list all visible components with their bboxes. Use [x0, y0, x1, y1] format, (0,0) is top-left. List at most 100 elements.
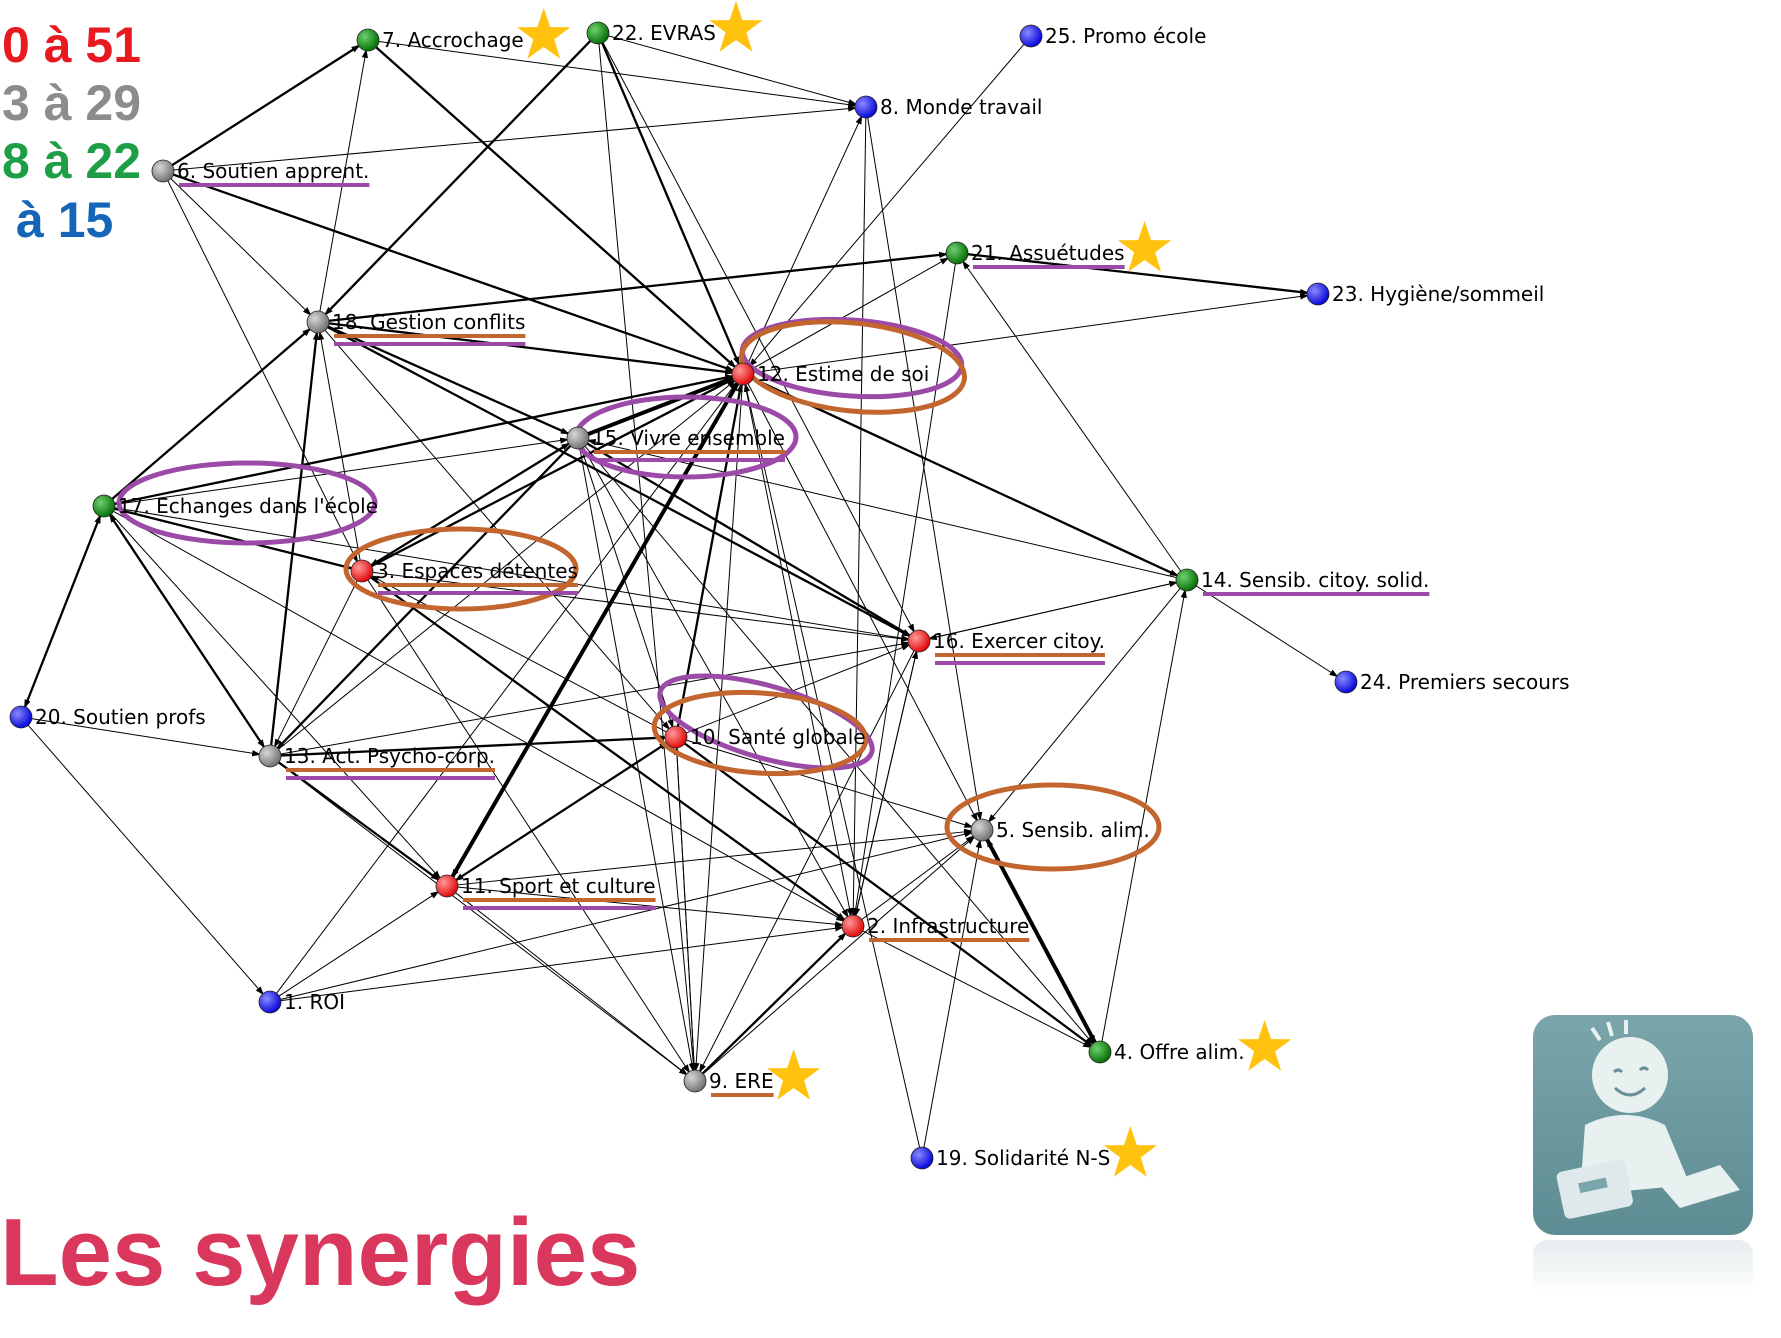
- edge-14-24: [1194, 584, 1339, 678]
- node-label-24: 24. Premiers secours: [1360, 670, 1570, 694]
- edge-4-5: [985, 837, 1097, 1045]
- node-7[interactable]: 7. Accrochage: [356, 28, 524, 52]
- node-dot-10: [664, 725, 688, 749]
- slide-title: Les synergies: [0, 1199, 640, 1306]
- node-dot-18: [306, 310, 330, 334]
- edge-22-9: [598, 41, 697, 1073]
- node-dot-16: [907, 629, 931, 653]
- edge-7-8: [376, 40, 858, 108]
- node-5[interactable]: 5. Sensib. alim.: [970, 818, 1150, 842]
- edge-20-13: [29, 717, 262, 757]
- node-dot-13: [258, 744, 282, 768]
- edge-3-2: [368, 575, 847, 922]
- node-22[interactable]: 22. EVRAS: [586, 21, 716, 45]
- node-label-10: 10. Santé globale: [690, 725, 866, 749]
- edge-6-7: [169, 43, 362, 168]
- edge-3-13: [273, 578, 359, 749]
- node-label-8: 8. Monde travail: [880, 95, 1043, 119]
- node-17[interactable]: 17. Echanges dans l'école: [92, 494, 378, 518]
- node-20[interactable]: 20. Soutien profs: [9, 705, 206, 729]
- legend: 0 à 51 3 à 29 8 à 22 à 15: [2, 17, 141, 248]
- node-21[interactable]: 21. Assuétudes: [945, 241, 1125, 265]
- edge-2-16: [854, 649, 919, 918]
- node-9[interactable]: 9. ERE: [683, 1069, 774, 1093]
- brown-highlight-oval-3: [343, 526, 579, 612]
- legend-gray: 3 à 29: [2, 75, 141, 131]
- node-6[interactable]: 6. Soutien apprent.: [151, 159, 369, 183]
- node-label-22: 22. EVRAS: [612, 21, 716, 45]
- node-16[interactable]: 16. Exercer citoy.: [907, 629, 1105, 653]
- edge-11-9: [453, 891, 689, 1076]
- edge-12-21: [750, 256, 950, 371]
- node-label-19: 19. Solidarité N-S: [936, 1146, 1110, 1170]
- node-label-6: 6. Soutien apprent.: [177, 159, 369, 183]
- node-dot-20: [9, 705, 33, 729]
- edge-1-12: [275, 380, 738, 996]
- node-1[interactable]: 1. ROI: [258, 990, 345, 1014]
- node-19[interactable]: 19. Solidarité N-S: [910, 1146, 1110, 1170]
- node-dot-3: [350, 559, 374, 583]
- node-13[interactable]: 13. Act. Psycho-corp.: [258, 744, 495, 768]
- node-dot-25: [1019, 24, 1043, 48]
- edge-6-18: [169, 176, 312, 317]
- node-25[interactable]: 25. Promo école: [1019, 24, 1206, 48]
- node-2[interactable]: 2. Infrastructure: [841, 914, 1029, 938]
- edge-13-11: [276, 760, 441, 882]
- node-dot-15: [566, 426, 590, 450]
- node-11[interactable]: 11. Sport et culture: [435, 874, 656, 898]
- node-8[interactable]: 8. Monde travail: [854, 95, 1043, 119]
- edge-9-5: [701, 835, 976, 1076]
- node-label-14: 14. Sensib. citoy. solid.: [1201, 568, 1429, 592]
- node-4[interactable]: 4. Offre alim.: [1088, 1040, 1245, 1064]
- edge-19-5: [923, 838, 982, 1150]
- node-label-9: 9. ERE: [709, 1069, 774, 1093]
- node-dot-11: [435, 874, 459, 898]
- node-dot-6: [151, 159, 175, 183]
- edge-11-10: [454, 741, 669, 882]
- edge-18-12: [326, 321, 735, 375]
- node-23[interactable]: 23. Hygiène/sommeil: [1306, 282, 1544, 306]
- edge-17-3: [112, 507, 354, 570]
- star-icon-22: [709, 1, 763, 52]
- edge-16-9: [698, 648, 916, 1074]
- node-12[interactable]: 12. Estime de soi: [731, 362, 929, 386]
- edge-13-9: [276, 761, 689, 1076]
- node-label-17: 17. Echanges dans l'école: [118, 494, 378, 518]
- edge-1-2: [278, 925, 845, 1002]
- edge-11-5: [455, 828, 974, 886]
- edge-7-12: [373, 45, 738, 369]
- edge-9-10: [673, 745, 696, 1073]
- edge-21-23: [965, 252, 1310, 296]
- edge-1-11: [277, 890, 440, 998]
- node-dot-22: [586, 21, 610, 45]
- star-icon-21: [1118, 221, 1172, 272]
- node-dot-24: [1334, 670, 1358, 694]
- edge-14-15: [586, 439, 1179, 579]
- legend-red: 0 à 51: [2, 17, 141, 73]
- edge-15-12: [585, 375, 736, 437]
- edge-14-5: [987, 586, 1182, 824]
- node-15[interactable]: 15. Vivre ensemble: [566, 426, 785, 450]
- edge-17-15: [112, 437, 570, 506]
- node-dot-23: [1306, 282, 1330, 306]
- brown-highlight-oval-5: [944, 782, 1162, 872]
- node-3[interactable]: 3. Espaces détentes: [350, 559, 578, 583]
- node-10[interactable]: 10. Santé globale: [664, 725, 866, 749]
- edge-15-2: [581, 445, 850, 919]
- edge-13-16: [278, 641, 911, 755]
- edge-17-18: [110, 326, 312, 502]
- node-18[interactable]: 18. Gestion conflits: [306, 310, 525, 334]
- edge-12-14: [750, 376, 1180, 578]
- node-14[interactable]: 14. Sensib. citoy. solid.: [1175, 568, 1429, 592]
- edge-10-12: [676, 382, 743, 729]
- edge-15-9: [579, 446, 695, 1073]
- edge-12-8: [746, 114, 863, 367]
- edge-6-12: [171, 172, 735, 373]
- node-24[interactable]: 24. Premiers secours: [1334, 670, 1570, 694]
- star-icon-4: [1238, 1020, 1292, 1071]
- edge-11-12: [450, 381, 740, 879]
- node-dot-8: [854, 95, 878, 119]
- edge-3-12: [369, 377, 736, 568]
- star-icon-19: [1103, 1126, 1157, 1177]
